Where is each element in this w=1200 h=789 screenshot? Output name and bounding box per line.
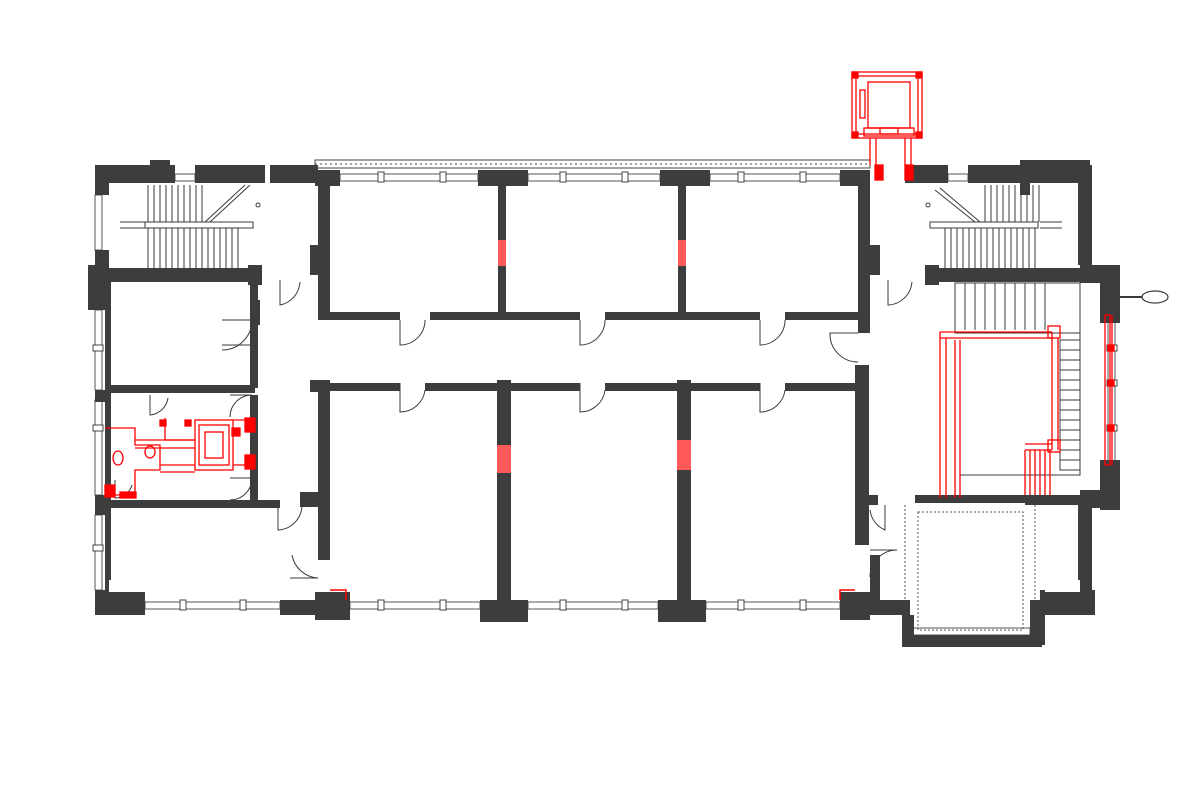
new-restroom-partitions (104, 417, 256, 499)
stair-east-main (954, 282, 1081, 476)
window-mullions (92, 171, 1118, 611)
stair-ne (925, 185, 1062, 268)
new-elevator (851, 71, 923, 181)
lamp-icon (1120, 290, 1169, 304)
new-wall-infill (497, 240, 691, 473)
stair-nw (120, 184, 261, 268)
doors (114, 280, 913, 579)
new-corner-details (330, 589, 855, 600)
stair-nw-treads (147, 185, 239, 268)
new-stair-railing-east (939, 314, 1115, 498)
pier-notches (109, 183, 1080, 592)
vestibule-se (904, 505, 1036, 631)
